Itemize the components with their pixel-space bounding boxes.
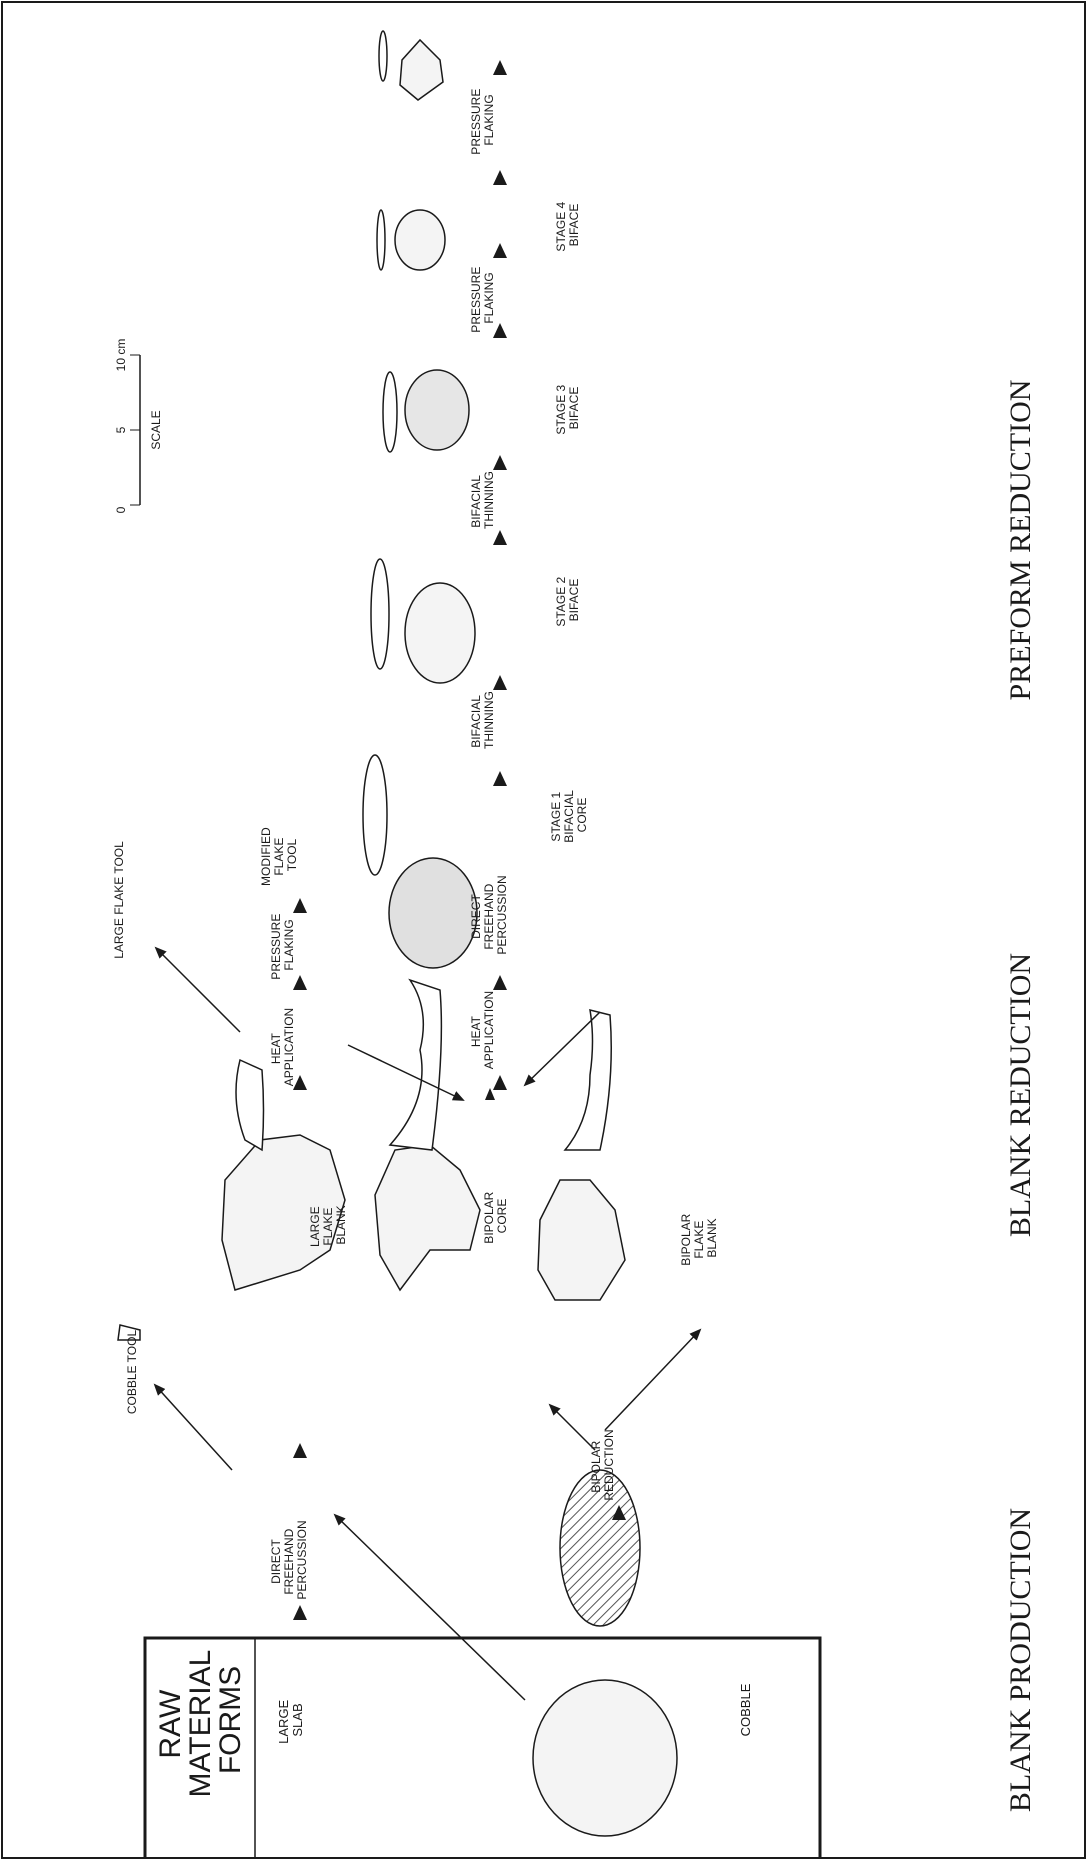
triangle-pressure-to-final [493,60,507,75]
scale-bar: 0 5 10 cm SCALE [114,339,163,514]
artifacts [117,30,678,1837]
label-bifacial-thinning-2: BIFACIAL THINNING [469,471,496,529]
triangle-stage2-to-thin [493,530,507,545]
triangle-cobble-to-large-flake [293,1443,307,1458]
label-stage1: STAGE 1 BIFACIAL CORE [549,787,589,843]
label-modified-flake-tool: MODIFIED FLAKE TOOL [259,824,299,886]
triangle-heat-2 [493,1075,507,1090]
arrow-large-flake-to-heat [347,1044,465,1101]
triangle-heat-1 [293,1075,307,1090]
large-flake-blank-stone [221,1134,346,1291]
triangle-direct-percussion-1 [293,1605,307,1620]
stage1-profile [362,754,388,876]
arrow-slab-to-percussion [333,1513,526,1701]
large-flake-profile [235,1058,265,1152]
label-bipolar-core: BIPOLAR CORE [482,1188,509,1243]
cobble-tool-mark [117,1324,141,1341]
section-preform-reduction: PREFORM REDUCTION [1004,380,1037,701]
final-point [399,38,444,101]
label-direct-percussion-1: DIRECT FREEHAND PERCUSSION [269,1520,309,1599]
stage3-biface [404,369,470,451]
label-pressure-flaking-1: PRESSURE FLAKING [269,910,296,979]
label-bipolar-flake-blank: BIPOLAR FLAKE BLANK [679,1210,719,1265]
bipolar-core-stone [374,1144,481,1292]
section-blank-production: BLANK PRODUCTION [1004,1508,1037,1812]
scale-tick-10: 10 cm [114,339,128,372]
scale-label: SCALE [149,410,163,449]
triangle-direct-percussion-2 [493,975,507,990]
label-pressure-flaking-3: PRESSURE FLAKING [469,85,496,154]
label-stage4: STAGE 4 BIFACE [554,198,581,251]
scale-tick-5: 5 [114,426,128,433]
label-large-flake-blank: LARGE FLAKE BLANK [308,1203,348,1247]
triangle-thin2-to-stage3 [493,455,507,470]
cobble-label: COBBLE [738,1683,753,1736]
stage2-profile [370,558,390,670]
large-slab-label: LARGE SLAB [276,1696,305,1744]
label-stage3: STAGE 3 BIFACE [554,381,581,434]
label-stage2: STAGE 2 BIFACE [554,573,581,626]
label-large-flake-tool: LARGE FLAKE TOOL [112,841,126,959]
arrow-bipolar-to-core [548,1403,596,1451]
arrow-large-flake-to-tool [154,946,241,1033]
label-bipolar-reduction: BIPOLAR REDUCTION [589,1429,616,1500]
label-pressure-flaking-2: PRESSURE FLAKING [469,263,496,332]
section-blank-reduction: BLANK REDUCTION [1004,953,1037,1237]
stage4-biface [394,209,446,271]
final-point-profile [378,30,388,82]
cobble-stone [532,1679,678,1837]
connector-arrows [153,946,702,1701]
section-labels: BLANK PRODUCTION BLANK REDUCTION PREFORM… [1004,380,1037,1813]
triangle-bipolar-reduction [612,1505,626,1520]
triangle-thin1-to-stage2 [493,675,507,690]
arrow-bipolar-flake-to-heat [523,1011,601,1087]
process-triangles [293,60,626,1620]
raw-material-title: RAW MATERIAL FORMS [154,1642,247,1797]
label-heat-application-2: HEAT APPLICATION [469,991,496,1069]
label-direct-percussion-2: DIRECT FREEHAND PERCUSSION [469,875,509,954]
stage3-profile [382,371,398,453]
bipolar-core-profile [388,978,443,1151]
arrow-percussion-to-cobble-tool [153,1383,233,1471]
raw-material-box: RAW MATERIAL FORMS LARGE SLAB COBBLE [143,1636,822,1858]
process-labels: DIRECT FREEHAND PERCUSSION COBBLE TOOL L… [112,85,719,1600]
triangle-stage1-to-thin [493,771,507,786]
triangle-stage3-to-pressure [493,323,507,338]
triangle-pressure-1 [293,975,307,990]
stage4-profile [376,209,386,271]
label-heat-application-1: HEAT APPLICATION [269,1008,296,1086]
bipolar-flake-profile [563,1008,612,1151]
triangle-pressure-to-stage4 [493,243,507,258]
stage1-core [388,857,478,969]
arrow-bipolar-to-flake [604,1328,702,1431]
bipolar-flake-blank-stone [537,1179,626,1301]
label-cobble-tool: COBBLE TOOL [125,1330,139,1415]
triangle-modified-flake [293,898,307,913]
label-bifacial-thinning-1: BIFACIAL THINNING [469,691,496,749]
scale-tick-0: 0 [114,506,128,513]
triangle-stage4-to-pressure [493,170,507,185]
stage2-biface [404,582,476,684]
